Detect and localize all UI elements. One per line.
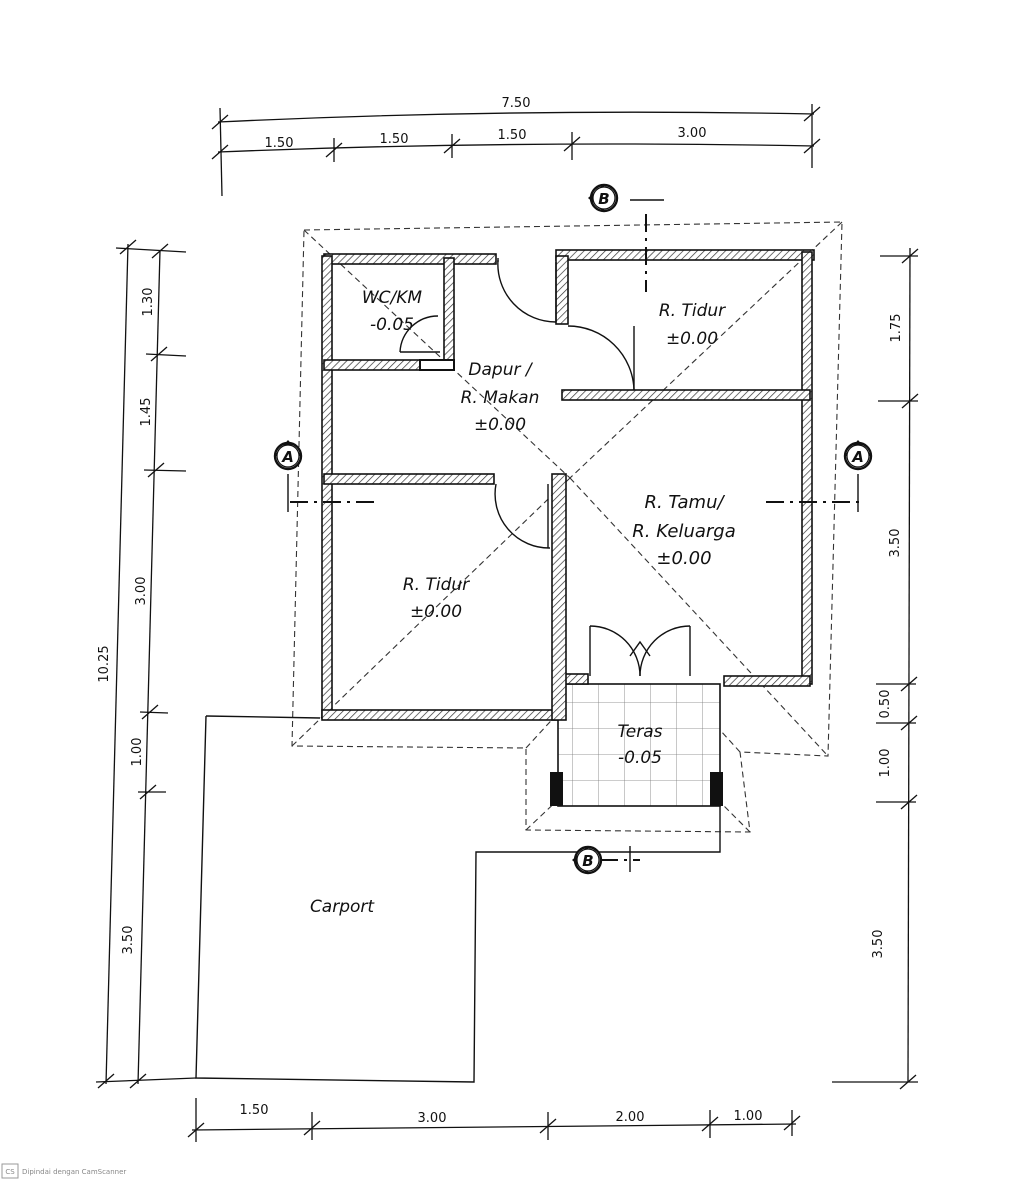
section-lines [287, 199, 860, 872]
tidur-left-name: R. Tidur [403, 575, 470, 595]
svg-text:B: B [582, 852, 593, 870]
teras-area [550, 683, 723, 807]
left-dimensions: 10.25 1.30 1.45 3.00 1.00 3.50 [95, 239, 197, 1089]
tidur-top-name: R. Tidur [659, 301, 726, 321]
dim-left-total: 10.25 [97, 645, 112, 682]
teras-level: -0.05 [618, 748, 662, 768]
column-left [550, 772, 563, 806]
section-marker-b-top: B [588, 183, 619, 213]
watermark-logo: CS [5, 1168, 15, 1176]
dim-right-3: 0.50 [878, 690, 893, 719]
dim-left-4: 1.00 [130, 738, 145, 767]
carport-name: Carport [310, 897, 375, 917]
doors [399, 258, 691, 677]
dim-left-2: 1.45 [139, 398, 154, 427]
teras-name: Teras [617, 722, 662, 742]
dim-top-total: 7.50 [502, 96, 531, 111]
svg-text:A: A [851, 448, 864, 466]
scanner-watermark: CS Dipindai dengan CamScanner [1, 1163, 126, 1179]
dim-bottom-3: 2.00 [616, 1110, 645, 1125]
room-labels: WC/KM -0.05 Dapur / R. Makan ±0.00 R. Ti… [310, 288, 736, 917]
dim-top-2: 1.50 [380, 132, 409, 147]
svg-text:B: B [598, 190, 609, 208]
dim-top-1: 1.50 [265, 136, 294, 151]
dim-top-4: 3.00 [678, 126, 707, 141]
dim-bottom-2: 3.00 [418, 1111, 447, 1126]
carport-area [195, 715, 721, 1083]
dim-right-2: 3.50 [888, 529, 903, 558]
bottom-dimensions: 1.50 3.00 2.00 1.00 [187, 1098, 801, 1142]
tamu-name-2: R. Keluarga [632, 521, 735, 542]
column-right [710, 772, 723, 806]
dim-right-4: 1.00 [878, 749, 893, 778]
right-dimensions: 1.75 3.50 0.50 1.00 3.50 [832, 247, 919, 1090]
dim-left-5: 3.50 [121, 926, 136, 955]
svg-text:A: A [281, 448, 294, 466]
tamu-name-1: R. Tamu/ [644, 492, 725, 513]
dim-left-3: 3.00 [134, 577, 149, 606]
dim-left-1: 1.30 [141, 288, 156, 317]
top-dimensions: 7.50 1.50 1.50 1.50 3.00 [211, 96, 821, 197]
walls [321, 249, 815, 721]
tidur-left-level: ±0.00 [410, 602, 462, 622]
dim-bottom-1: 1.50 [240, 1103, 269, 1118]
dapur-level: ±0.00 [474, 415, 526, 435]
wc-level: -0.05 [370, 315, 414, 335]
section-marker-a-left: A [273, 440, 303, 471]
tamu-level: ±0.00 [656, 548, 711, 569]
dim-bottom-4: 1.00 [734, 1109, 763, 1124]
wc-name: WC/KM [362, 288, 423, 308]
dim-top-3: 1.50 [498, 128, 527, 143]
watermark-text: Dipindai dengan CamScanner [22, 1168, 126, 1176]
tidur-top-level: ±0.00 [666, 329, 718, 349]
section-marker-b-bottom: B [572, 845, 603, 875]
dapur-name-1: Dapur / [468, 360, 533, 380]
dim-right-1: 1.75 [889, 314, 904, 343]
dapur-name-2: R. Makan [461, 388, 540, 408]
dim-right-5: 3.50 [871, 930, 886, 959]
section-marker-a-right: A [843, 440, 873, 471]
